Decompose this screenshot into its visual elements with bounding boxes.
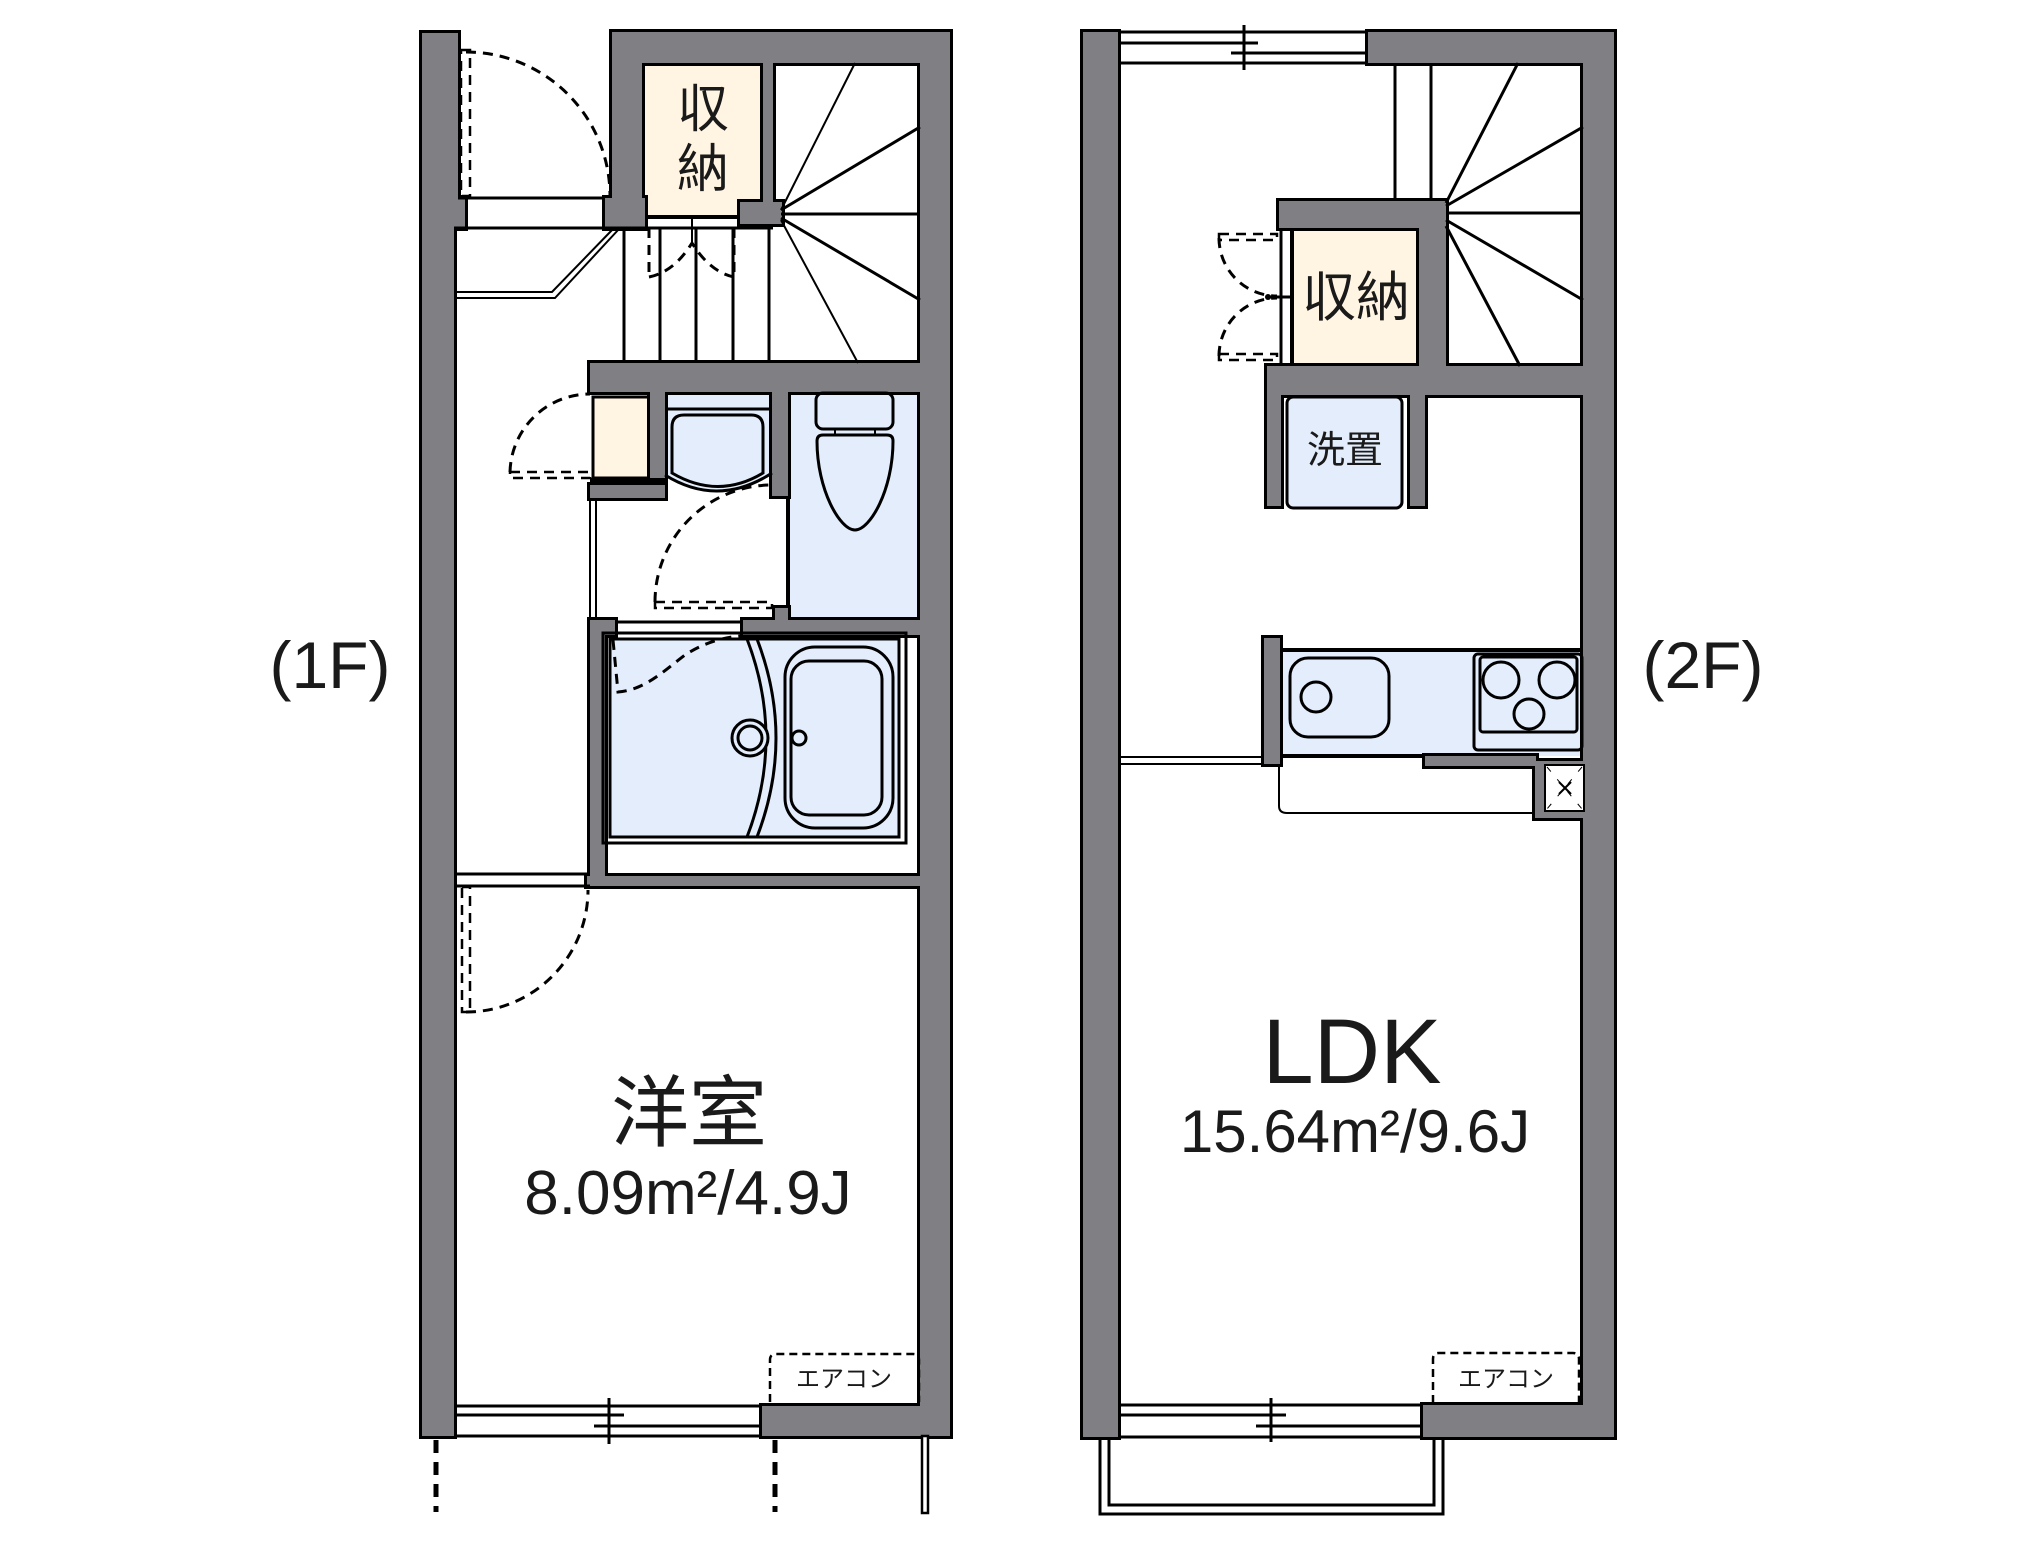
bedroom-area: 8.09m²/4.9J <box>524 1159 851 1228</box>
entrance-step <box>454 228 620 299</box>
floor-1f: 収 納 <box>422 32 950 1515</box>
washroom-floor <box>665 392 772 492</box>
balcony <box>1098 1437 1445 1516</box>
closet-door-icon <box>1217 232 1292 362</box>
shoe-cabinet-door-icon <box>508 392 592 480</box>
ldk-area: 15.64m²/9.6J <box>1180 1098 1530 1165</box>
aircon-1f: エアコン <box>768 1352 921 1402</box>
shoe-cabinet <box>591 395 652 480</box>
storage-1f-label-bottom: 納 <box>677 141 729 199</box>
window-icon <box>1118 25 1368 70</box>
aircon-2f-label: エアコン <box>1458 1366 1554 1393</box>
kitchen-counter <box>1280 650 1582 756</box>
bifold-door-icon <box>642 217 740 279</box>
floor-2f: 収納 洗置 <box>1083 25 1614 1516</box>
bathtub-icon <box>601 631 908 845</box>
aircon-2f: エアコン <box>1431 1351 1581 1403</box>
bedroom-door-icon <box>460 885 590 1014</box>
bedroom-name: 洋室 <box>611 1069 767 1157</box>
stairs-icon <box>1393 62 1584 367</box>
railing-post <box>920 1434 930 1515</box>
window-icon <box>1118 1398 1423 1442</box>
window-icon <box>454 1398 762 1444</box>
stove-icon <box>1472 652 1584 752</box>
ventilation-icon <box>1544 764 1585 812</box>
floor-label-1f: (1F) <box>270 628 391 702</box>
shoe-cabinet-base <box>590 478 665 485</box>
storage-2f-label: 収納 <box>1302 268 1410 328</box>
entrance-door-icon <box>458 48 612 200</box>
washbasin-icon <box>664 407 773 493</box>
floor-label-2f: (2F) <box>1643 628 1764 702</box>
counter-outline <box>1278 764 1535 814</box>
ldk-name: LDK <box>1263 1001 1442 1103</box>
laundry-label: 洗置 <box>1307 430 1383 472</box>
toilet-room-floor <box>786 390 922 622</box>
washroom-door-icon <box>653 483 774 610</box>
storage-1f-label-top: 収 <box>677 81 729 139</box>
aircon-1f-label: エアコン <box>796 1366 892 1393</box>
stairs-icon <box>454 62 921 364</box>
kitchen-sink-icon <box>1288 656 1391 739</box>
toilet-icon <box>814 391 895 532</box>
